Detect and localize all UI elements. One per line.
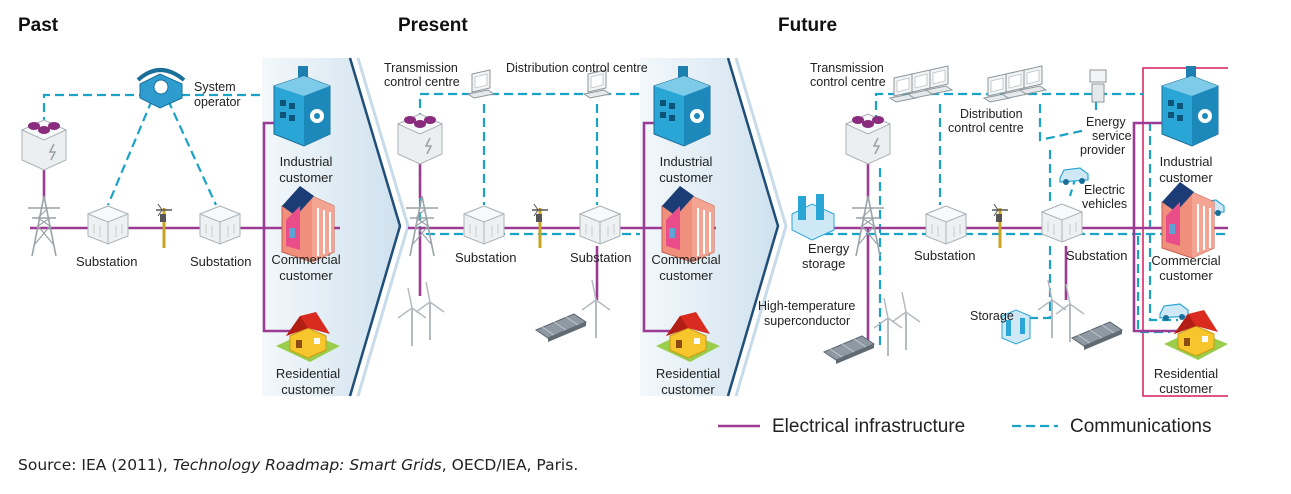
pole-transformer-icon: [530, 202, 550, 250]
future-section: Future: [758, 15, 1229, 397]
legend-electrical-label: Electrical infrastructure: [772, 416, 965, 437]
label-substation: Substation: [570, 250, 631, 265]
storage-icon: [791, 194, 835, 241]
label-residential-1: Residential: [276, 366, 340, 381]
pylon-icon: [27, 195, 61, 257]
computer-icon: [467, 69, 495, 99]
label-residential-2: customer: [661, 382, 715, 397]
elec-lines-future: [800, 121, 1228, 348]
computer-icon: [1019, 65, 1047, 95]
label-residential-2: customer: [1159, 381, 1213, 396]
label-industrial-2: customer: [1159, 170, 1213, 185]
generator-icon: [21, 119, 67, 171]
label-energy-service-1: Energy: [1086, 115, 1126, 129]
solar-panel-icon: [823, 335, 875, 365]
substation-icon: [199, 205, 241, 245]
label-substation: Substation: [1066, 248, 1127, 263]
telephone-icon: [136, 68, 186, 109]
solar-panel-icon: [535, 313, 587, 343]
pole-transformer-icon: [154, 202, 174, 250]
label-commercial-1: Commercial: [1151, 253, 1220, 268]
legend: Electrical infrastructure Communications: [718, 416, 1212, 437]
label-substation: Substation: [914, 248, 975, 263]
label-substation: Substation: [76, 254, 137, 269]
comm-lines-past: [42, 93, 262, 206]
wind-turbine-icon: [1055, 283, 1085, 343]
phase-title-future: Future: [778, 15, 837, 36]
label-storage: Storage: [970, 309, 1014, 323]
pole-transformer-icon: [990, 202, 1010, 250]
source-suffix: , OECD/IEA, Paris.: [441, 456, 579, 474]
label-transmission-centre-2: control centre: [810, 75, 886, 89]
label-superconductor-2: superconductor: [764, 314, 850, 328]
substation-icon: [87, 205, 129, 245]
legend-communications-label: Communications: [1070, 416, 1212, 437]
source-note: Source: IEA (2011), Technology Roadmap: …: [18, 456, 578, 474]
substation-icon: [925, 205, 967, 245]
pylon-icon: [405, 195, 439, 257]
label-commercial-1: Commercial: [271, 252, 340, 267]
label-transmission-centre-1: Transmission: [384, 61, 458, 75]
source-title: Technology Roadmap: Smart Grids: [172, 456, 442, 474]
label-energy-storage-2: storage: [802, 256, 845, 271]
phase-title-present: Present: [398, 15, 468, 36]
label-energy-storage-1: Energy: [808, 241, 850, 256]
label-system-operator-1: System: [194, 80, 236, 94]
label-industrial-2: customer: [659, 170, 713, 185]
label-energy-service-3: provider: [1080, 143, 1125, 157]
label-distribution-centre-2: control centre: [948, 121, 1024, 135]
label-energy-service-2: service: [1092, 129, 1132, 143]
label-industrial-1: Industrial: [1160, 154, 1213, 169]
label-commercial-2: customer: [1159, 268, 1213, 283]
label-industrial-2: customer: [279, 170, 333, 185]
label-substation: Substation: [190, 254, 251, 269]
generator-icon: [397, 113, 443, 165]
future-customer-frame: [1142, 67, 1228, 397]
label-residential-1: Residential: [656, 366, 720, 381]
label-transmission-centre-1: Transmission: [810, 61, 884, 75]
substation-icon: [1041, 203, 1083, 243]
wind-turbine-icon: [873, 297, 903, 357]
label-distribution-centre-1: Distribution: [960, 107, 1023, 121]
generator-icon: [845, 113, 891, 165]
label-electric-vehicles-1: Electric: [1084, 183, 1125, 197]
label-commercial-2: customer: [659, 268, 713, 283]
label-superconductor-1: High-temperature: [758, 299, 855, 313]
past-section: Past System opera: [18, 15, 410, 397]
label-transmission-centre-2: control centre: [384, 75, 460, 89]
substation-icon: [579, 205, 621, 245]
wind-turbine-icon: [891, 291, 921, 351]
office-building-icon: [1161, 181, 1215, 259]
label-system-operator-2: operator: [194, 95, 241, 109]
label-industrial-1: Industrial: [660, 154, 713, 169]
substation-icon: [463, 205, 505, 245]
computer-icon: [925, 65, 953, 95]
label-commercial-2: customer: [279, 268, 333, 283]
wind-turbine-icon: [397, 287, 427, 347]
source-prefix: Source: IEA (2011),: [18, 456, 173, 474]
energy-service-provider-icon: [1089, 69, 1107, 103]
solar-panel-icon: [1071, 321, 1123, 351]
label-electric-vehicles-2: vehicles: [1082, 197, 1127, 211]
phase-title-past: Past: [18, 15, 59, 36]
label-substation: Substation: [455, 250, 516, 265]
factory-icon: [1161, 65, 1219, 147]
label-residential-2: customer: [281, 382, 335, 397]
label-distribution-centre: Distribution control centre: [506, 61, 648, 75]
label-commercial-1: Commercial: [651, 252, 720, 267]
label-industrial-1: Industrial: [280, 154, 333, 169]
label-residential-1: Residential: [1154, 366, 1218, 381]
present-section: Present Transmission: [384, 15, 788, 397]
electric-vehicle-icon: [1159, 303, 1189, 322]
